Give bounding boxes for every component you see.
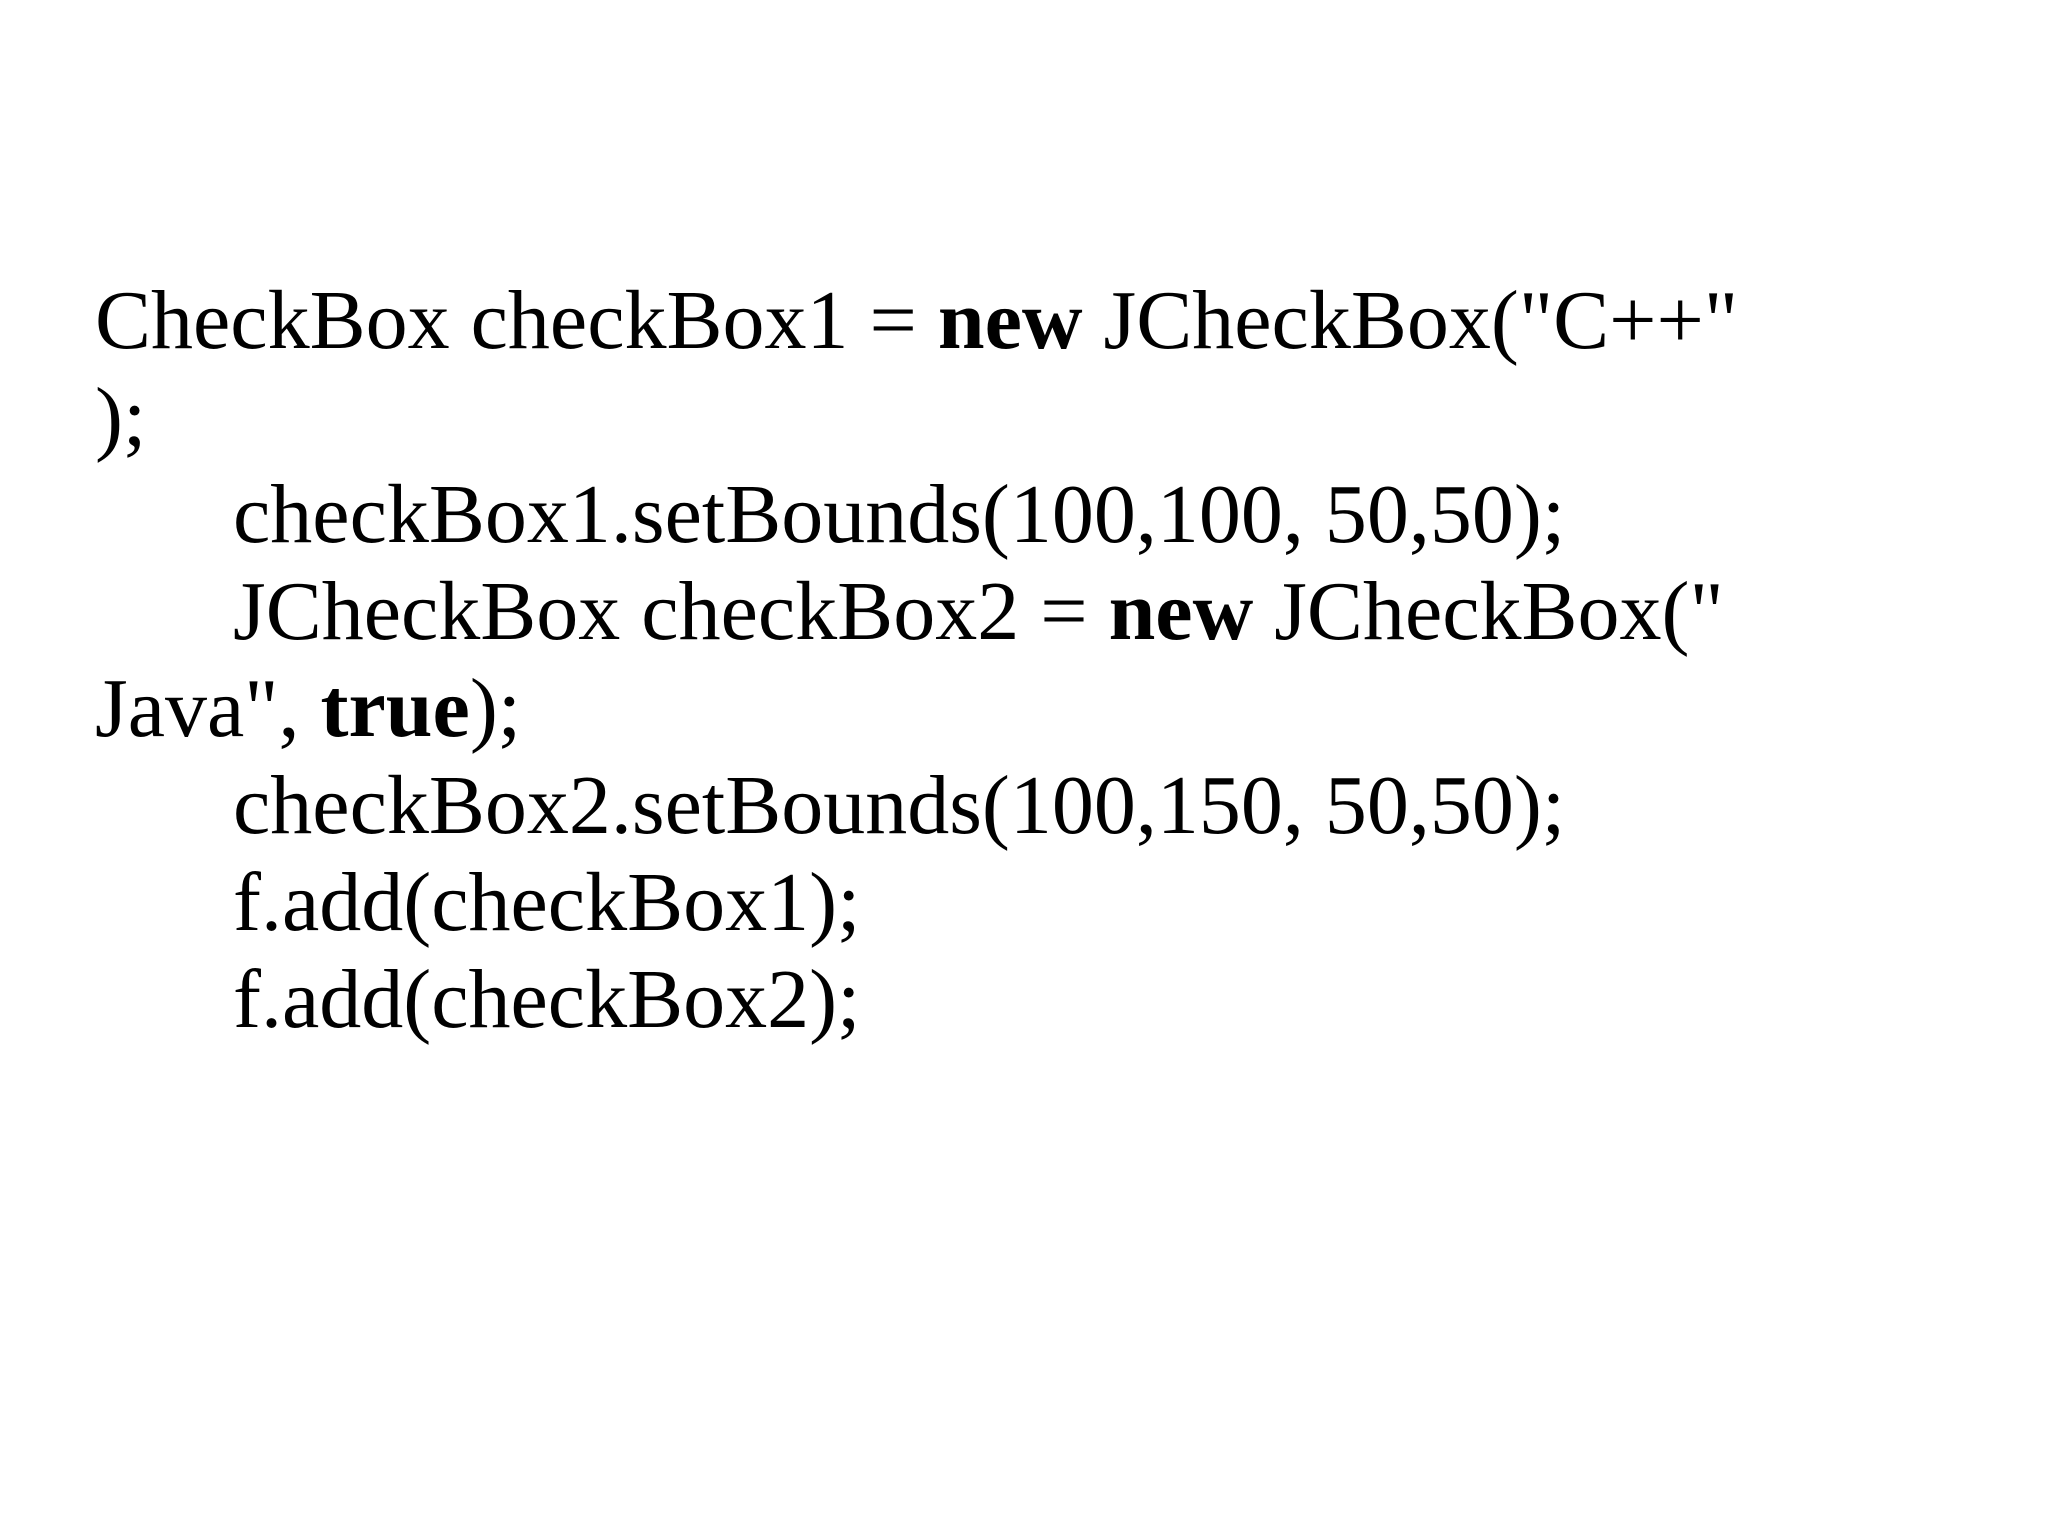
code-text: );: [469, 662, 522, 755]
code-text: f.add(checkBox2);: [233, 953, 861, 1046]
code-text: Java",: [95, 662, 321, 755]
code-line-8: f.add(checkBox2);: [95, 951, 2008, 1048]
code-text: JCheckBox checkBox2 =: [233, 565, 1109, 658]
code-text: );: [95, 371, 147, 464]
keyword-true: true: [320, 662, 470, 755]
code-text: JCheckBox(": [1253, 565, 1724, 658]
code-line-6: checkBox2.setBounds(100,150, 50,50);: [95, 757, 2008, 854]
code-text: f.add(checkBox1);: [233, 856, 861, 949]
code-line-1: CheckBox checkBox1 = new JCheckBox("C++": [95, 272, 2008, 369]
code-line-3: checkBox1.setBounds(100,100, 50,50);: [95, 466, 2008, 563]
code-line-7: f.add(checkBox1);: [95, 854, 2008, 951]
code-text: checkBox1.setBounds(100,100, 50,50);: [233, 468, 1566, 561]
code-text: checkBox2.setBounds(100,150, 50,50);: [233, 759, 1566, 852]
code-line-5: Java", true);: [95, 660, 2008, 757]
keyword-new: new: [1108, 565, 1254, 658]
code-line-2: );: [95, 369, 2008, 466]
keyword-new: new: [937, 274, 1083, 367]
code-line-4: JCheckBox checkBox2 = new JCheckBox(": [95, 563, 2008, 660]
code-block: CheckBox checkBox1 = new JCheckBox("C++"…: [95, 272, 2008, 1048]
code-text: CheckBox checkBox1 =: [95, 274, 938, 367]
code-text: JCheckBox("C++": [1082, 274, 1739, 367]
